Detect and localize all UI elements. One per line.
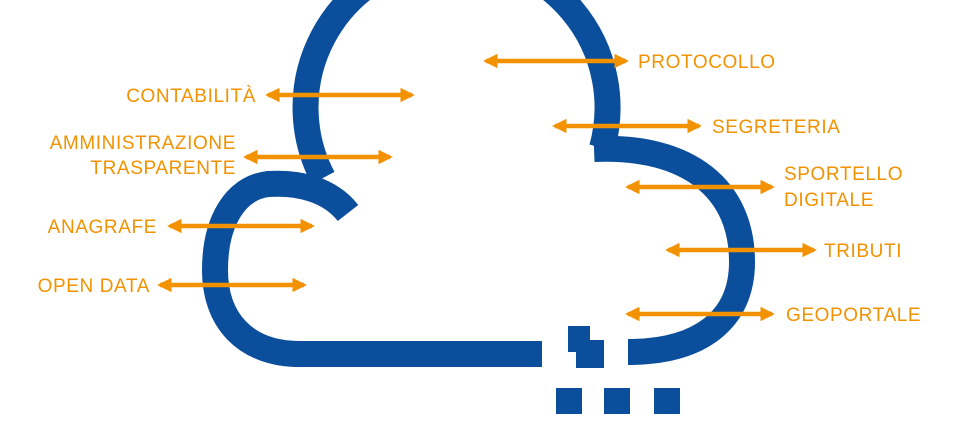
cloud-top-bump (292, 0, 621, 185)
label-contabilita: CONTABILITÀ (126, 86, 256, 107)
pixel-block (654, 388, 680, 414)
cloud-right-bump (593, 135, 756, 365)
pixel-block (576, 340, 604, 368)
connection-arrows (157, 53, 817, 322)
label-geoportale: GEOPORTALE (786, 305, 921, 326)
label-trasparente: TRASPARENTE (90, 158, 236, 179)
pixel-blocks (556, 326, 680, 414)
label-anagrafe: ANAGRAFE (48, 217, 157, 238)
label-protocollo: PROTOCOLLO (638, 52, 776, 73)
cloud-left-bump-and-base (201, 170, 542, 367)
pixel-block (556, 388, 582, 414)
label-amministrazione: AMMINISTRAZIONE (50, 133, 236, 154)
label-digitale: DIGITALE (784, 190, 874, 211)
label-sportello: SPORTELLO (784, 164, 903, 185)
label-tributi: TRIBUTI (824, 241, 902, 262)
pixel-block (604, 388, 630, 414)
service-labels: PROTOCOLLO CONTABILITÀ SEGRETERIA AMMINI… (38, 52, 921, 326)
label-segreteria: SEGRETERIA (712, 117, 840, 138)
label-open-data: OPEN DATA (38, 276, 150, 297)
